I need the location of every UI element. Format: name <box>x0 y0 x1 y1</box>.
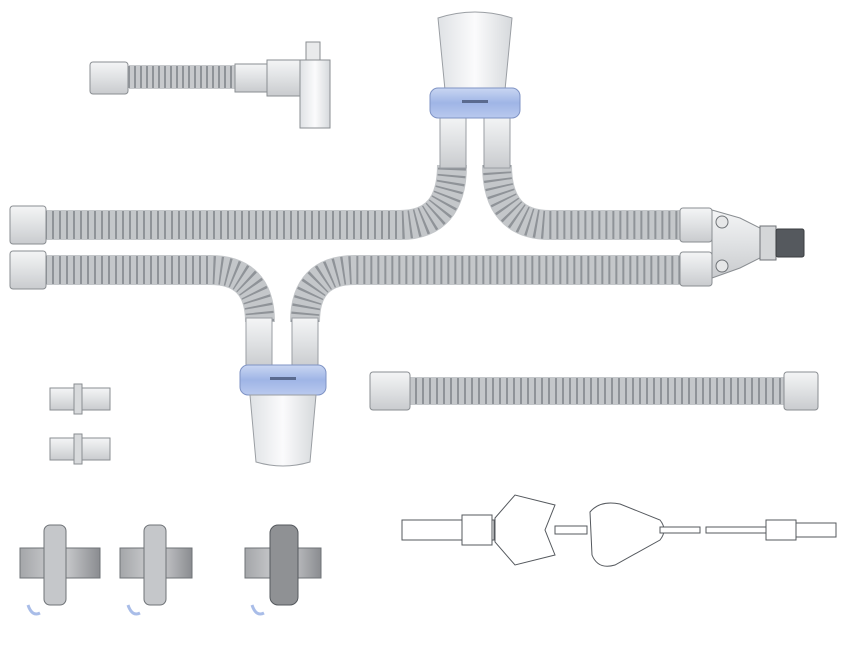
straight-connector-icon <box>49 433 111 465</box>
straight-corrugated-tube-icon <box>369 371 819 411</box>
hme-filter-icon <box>19 524 101 616</box>
water-trap-icon-upper <box>429 11 521 169</box>
corrugated-breathing-tube-upper <box>9 164 713 245</box>
y-piece-icon <box>711 209 805 279</box>
hme-filter-icon <box>244 524 322 616</box>
hme-filter-icon <box>119 524 193 616</box>
corrugated-breathing-tube-lower <box>9 250 713 323</box>
elbow-connector-tube-icon <box>89 41 331 129</box>
straight-connector-icon <box>49 383 111 415</box>
water-trap-icon-lower <box>239 317 327 467</box>
sampling-line-icon <box>401 494 837 567</box>
